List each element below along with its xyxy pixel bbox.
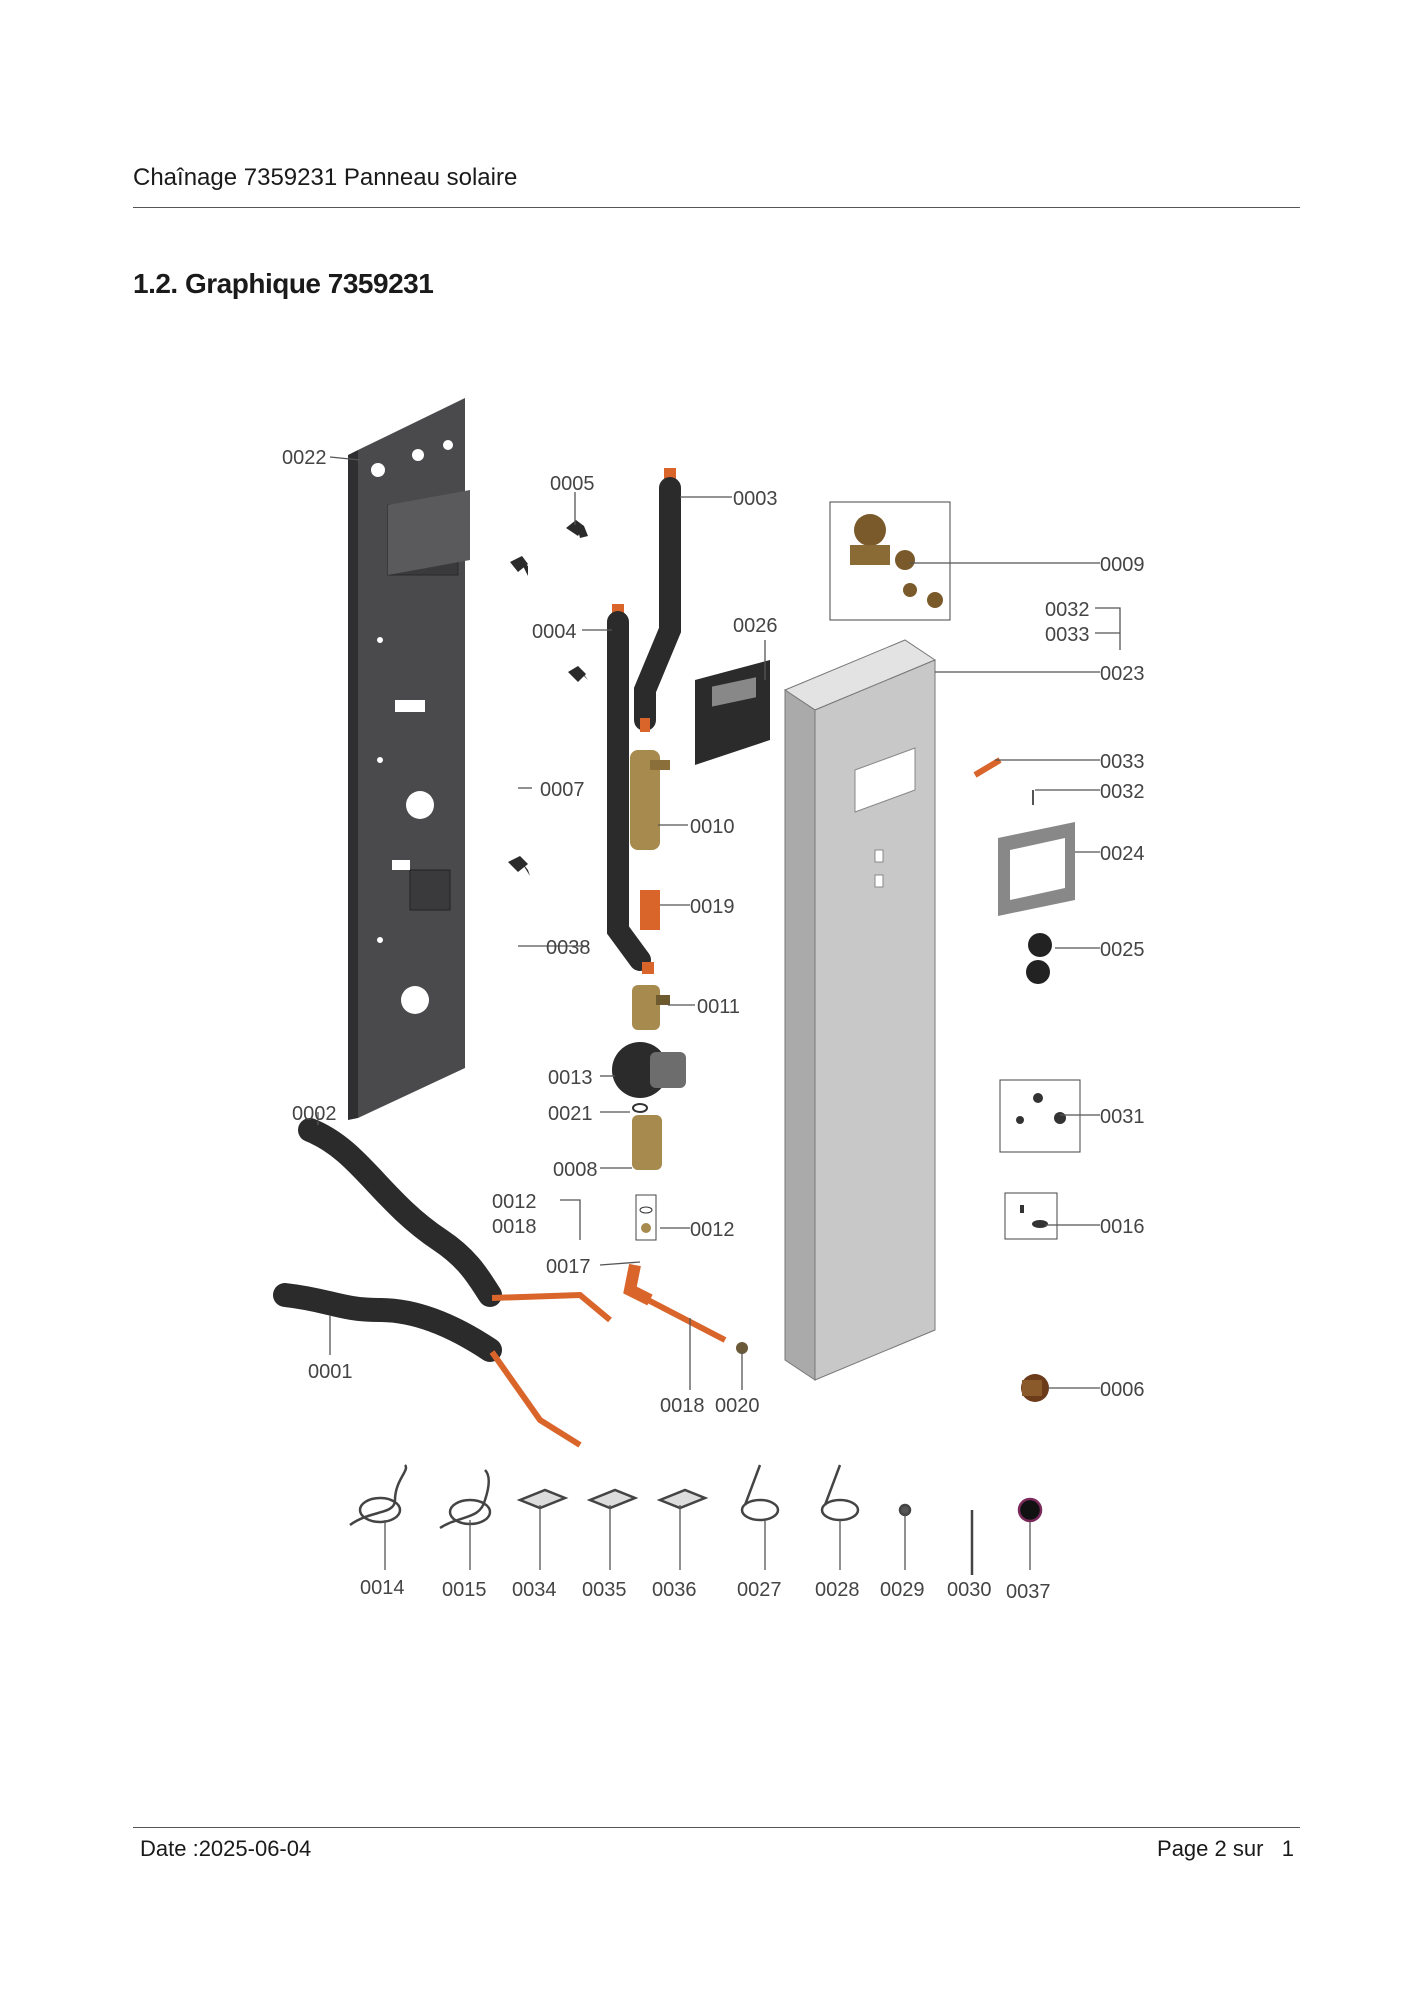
label-0013: 0013 [548,1067,593,1089]
lower-hoses [273,1118,748,1448]
label-0002: 0002 [292,1103,337,1125]
label-0008: 0008 [553,1159,598,1181]
label-0029: 0029 [880,1579,925,1601]
label-0026: 0026 [733,615,778,637]
footer-date: Date :2025-06-04 [140,1836,312,1861]
label-0024: 0024 [1100,843,1145,865]
label-0014: 0014 [360,1577,405,1599]
part-labels: 0022 0005 0003 0004 0026 0009 0032 0033 … [282,447,1145,1603]
label-0034: 0034 [512,1579,557,1601]
label-0033b: 0033 [1100,751,1145,773]
label-0038: 0038 [546,937,591,959]
label-0025: 0025 [1100,939,1145,961]
label-0030: 0030 [947,1579,992,1601]
label-0012b: 0012 [690,1219,735,1241]
label-0021: 0021 [548,1103,593,1125]
label-0004: 0004 [532,621,577,643]
label-0028: 0028 [815,1579,860,1601]
document-header-title: Chaînage 7359231 Panneau solaire [133,164,518,191]
footer-rule [133,1827,1300,1828]
label-0001: 0001 [308,1361,353,1383]
label-0020: 0020 [715,1395,760,1417]
back-mounting-plate [348,398,470,1120]
label-0012a: 0012 [492,1191,537,1213]
label-0011: 0011 [697,996,740,1018]
label-0005: 0005 [550,473,595,495]
label-0003: 0003 [733,488,778,510]
section-title: 1.2. Graphique 7359231 [133,268,434,299]
label-0016: 0016 [1100,1216,1145,1238]
circulation-pump [612,1042,686,1113]
label-0015: 0015 [442,1579,487,1601]
label-0019: 0019 [690,896,735,918]
right-side-parts [973,757,1075,1402]
brass-valves [623,750,670,1306]
bottom-accessories [349,1464,1043,1575]
label-0009: 0009 [1100,554,1145,576]
label-0037: 0037 [1006,1581,1051,1603]
label-0022: 0022 [282,447,327,469]
leader-lines [317,456,1121,1570]
solar-controller-unit [695,660,770,765]
label-0017: 0017 [546,1256,591,1278]
label-0032: 0032 [1045,599,1090,621]
label-0027: 0027 [737,1579,782,1601]
label-0018b: 0018 [660,1395,705,1417]
clip-parts [508,520,588,876]
label-0007: 0007 [540,779,585,801]
label-0010: 0010 [690,816,735,838]
insulated-pipe-upper [634,468,681,732]
footer-page-number: Page 2 sur 1 [1157,1836,1294,1861]
label-0018a: 0018 [492,1216,537,1238]
label-0032b: 0032 [1100,781,1145,803]
label-0031: 0031 [1100,1106,1145,1128]
label-0035: 0035 [582,1579,627,1601]
label-0036: 0036 [652,1579,697,1601]
label-0023: 0023 [1100,663,1145,685]
tall-housing-cover [783,639,937,1381]
insulated-pipe-vertical [607,604,654,974]
label-0033: 0033 [1045,624,1090,646]
label-0006: 0006 [1100,1379,1145,1401]
boxed-fittings [829,501,1081,1240]
header-rule [133,207,1300,208]
